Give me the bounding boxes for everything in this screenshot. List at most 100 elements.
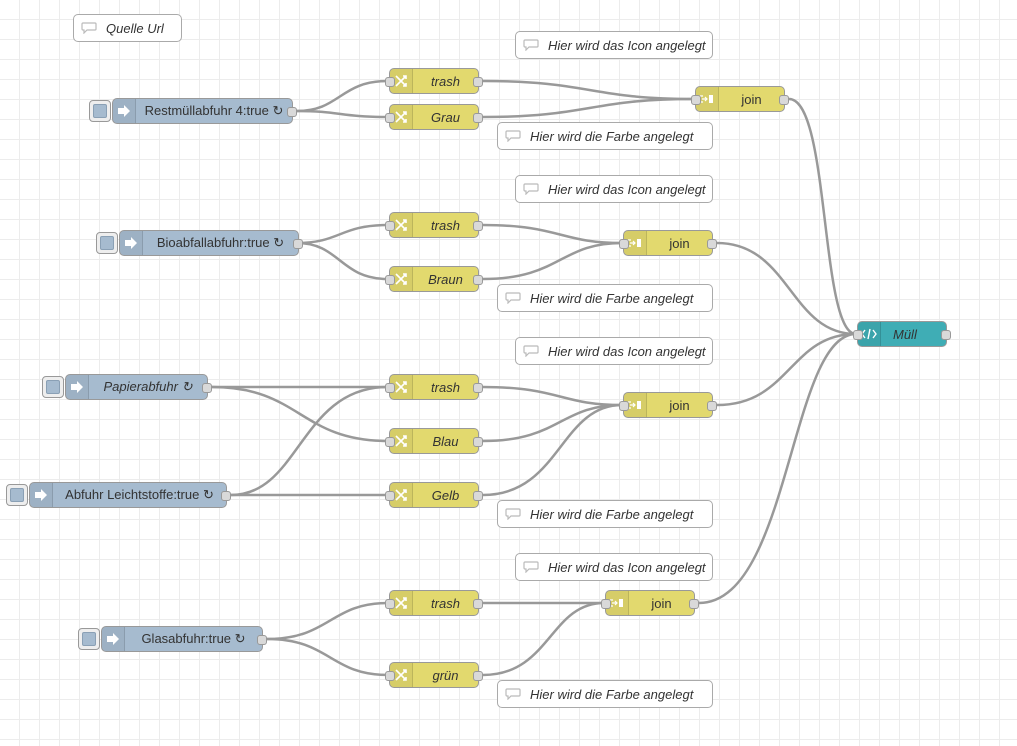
speech-bubble-icon xyxy=(498,681,528,707)
inject-label: Papierabfuhr ↻ xyxy=(103,379,193,394)
output-port[interactable] xyxy=(689,599,699,609)
output-port[interactable] xyxy=(473,275,483,285)
output-port[interactable] xyxy=(287,107,297,117)
output-port[interactable] xyxy=(707,401,717,411)
change-node-trash[interactable]: trash xyxy=(385,374,483,400)
input-port[interactable] xyxy=(691,95,701,105)
output-port[interactable] xyxy=(473,221,483,231)
input-port[interactable] xyxy=(619,401,629,411)
output-port[interactable] xyxy=(707,239,717,249)
output-port[interactable] xyxy=(473,671,483,681)
inject-button[interactable] xyxy=(89,100,111,122)
output-port[interactable] xyxy=(221,491,231,501)
comment-node-icon[interactable]: Hier wird das Icon angelegt xyxy=(515,553,713,581)
input-port[interactable] xyxy=(385,221,395,231)
comment-node-icon[interactable]: Hier wird das Icon angelegt xyxy=(515,175,713,203)
shuffle-icon xyxy=(390,591,413,615)
output-port[interactable] xyxy=(941,330,951,340)
comment-label: Hier wird die Farbe angelegt xyxy=(530,290,694,306)
input-port[interactable] xyxy=(385,383,395,393)
change-node-trash[interactable]: trash xyxy=(385,590,483,616)
join-node-1[interactable]: join xyxy=(691,86,789,112)
wire xyxy=(788,97,857,336)
input-port[interactable] xyxy=(385,113,395,123)
join-label: join xyxy=(669,235,690,251)
inject-node-leichtstoffe[interactable]: Abfuhr Leichtstoffe:true ↻ xyxy=(6,482,231,508)
inject-node-glas[interactable]: Glasabfuhr:true ↻ xyxy=(78,626,267,652)
output-port[interactable] xyxy=(473,437,483,447)
arrow-right-icon xyxy=(66,375,89,399)
input-port[interactable] xyxy=(385,491,395,501)
output-port[interactable] xyxy=(473,383,483,393)
change-label: trash xyxy=(431,379,460,395)
comment-node-icon[interactable]: Hier wird das Icon angelegt xyxy=(515,337,713,365)
inject-button[interactable] xyxy=(6,484,28,506)
shuffle-icon xyxy=(390,105,413,129)
wire xyxy=(296,109,389,119)
input-port[interactable] xyxy=(601,599,611,609)
shuffle-icon xyxy=(390,429,413,453)
output-port[interactable] xyxy=(473,599,483,609)
input-port[interactable] xyxy=(853,330,863,340)
change-label: trash xyxy=(431,217,460,233)
speech-bubble-icon xyxy=(516,176,546,202)
join-node-2[interactable]: join xyxy=(619,230,717,256)
output-port[interactable] xyxy=(473,491,483,501)
input-port[interactable] xyxy=(385,437,395,447)
change-node-trash[interactable]: trash xyxy=(385,212,483,238)
input-port[interactable] xyxy=(385,275,395,285)
change-node-gelb[interactable]: Gelb xyxy=(385,482,483,508)
wire xyxy=(482,97,695,119)
join-node-3[interactable]: join xyxy=(619,392,717,418)
input-port[interactable] xyxy=(619,239,629,249)
change-node-gruen[interactable]: grün xyxy=(385,662,483,688)
change-label: grün xyxy=(432,667,459,683)
output-port[interactable] xyxy=(473,77,483,87)
comment-node-quelle-url[interactable]: Quelle Url xyxy=(73,14,182,42)
change-node-grau[interactable]: Grau xyxy=(385,104,483,130)
output-port[interactable] xyxy=(257,635,267,645)
wire xyxy=(211,385,389,443)
inject-label: Restmüllabfuhr 4:true ↻ xyxy=(144,103,284,118)
output-port[interactable] xyxy=(293,239,303,249)
wire xyxy=(482,601,605,677)
output-port[interactable] xyxy=(473,113,483,123)
output-port[interactable] xyxy=(779,95,789,105)
join-icon xyxy=(696,87,719,111)
input-port[interactable] xyxy=(385,671,395,681)
inject-node-restmuell[interactable]: Restmüllabfuhr 4:true ↻ xyxy=(89,98,297,124)
arrow-right-icon xyxy=(120,231,143,255)
inject-button[interactable] xyxy=(78,628,100,650)
change-node-braun[interactable]: Braun xyxy=(385,266,483,292)
inject-button[interactable] xyxy=(96,232,118,254)
comment-node-farbe[interactable]: Hier wird die Farbe angelegt xyxy=(497,500,713,528)
comment-node-farbe[interactable]: Hier wird die Farbe angelegt xyxy=(497,122,713,150)
speech-bubble-icon xyxy=(516,338,546,364)
comment-node-icon[interactable]: Hier wird das Icon angelegt xyxy=(515,31,713,59)
output-port[interactable] xyxy=(202,383,212,393)
wire xyxy=(482,403,623,497)
input-port[interactable] xyxy=(385,77,395,87)
arrow-right-icon xyxy=(102,627,125,651)
join-icon xyxy=(606,591,629,615)
comment-node-farbe[interactable]: Hier wird die Farbe angelegt xyxy=(497,284,713,312)
arrow-right-icon xyxy=(30,483,53,507)
wire xyxy=(266,637,389,677)
join-label: join xyxy=(651,595,672,611)
join-label: join xyxy=(741,91,762,107)
change-label: Grau xyxy=(431,109,460,125)
wire xyxy=(296,241,389,281)
join-label: join xyxy=(669,397,690,413)
inject-node-papier[interactable]: Papierabfuhr ↻ xyxy=(42,374,212,400)
comment-label: Quelle Url xyxy=(106,20,164,36)
comment-node-farbe[interactable]: Hier wird die Farbe angelegt xyxy=(497,680,713,708)
input-port[interactable] xyxy=(385,599,395,609)
join-node-4[interactable]: join xyxy=(601,590,699,616)
change-node-blau[interactable]: Blau xyxy=(385,428,483,454)
change-node-trash[interactable]: trash xyxy=(385,68,483,94)
function-node-muell[interactable]: Müll xyxy=(853,321,951,347)
speech-bubble-icon xyxy=(516,554,546,580)
inject-node-bio[interactable]: Bioabfallabfuhr:true ↻ xyxy=(96,230,303,256)
inject-button[interactable] xyxy=(42,376,64,398)
